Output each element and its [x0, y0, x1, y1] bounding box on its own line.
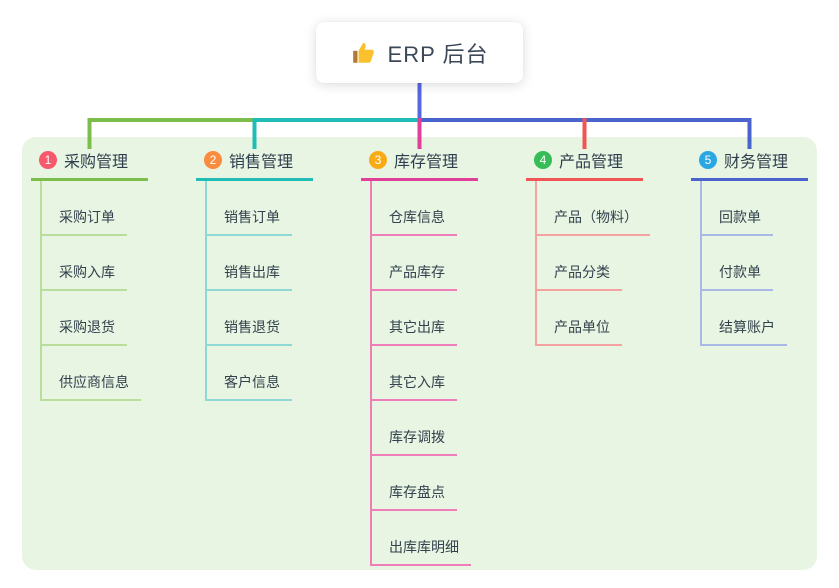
child-label[interactable]: 产品分类: [537, 262, 622, 291]
branch-title: 库存管理: [394, 154, 459, 171]
branch-column-1: 1 采购管理采购订单采购入库采购退货供应商信息: [31, 148, 148, 401]
branch-children: 销售订单销售出库销售退货客户信息: [205, 181, 313, 401]
root-title: ERP 后台: [387, 41, 489, 67]
branch-column-3: 3 库存管理仓库信息产品库存其它出库其它入库库存调拨库存盘点出库库明细: [361, 148, 478, 566]
child-node: 销售订单: [205, 181, 313, 236]
branch-title: 产品管理: [559, 154, 624, 171]
branch-column-5: 5 财务管理回款单付款单结算账户: [691, 148, 808, 346]
branch-children: 产品（物料） 产品分类产品单位: [535, 181, 650, 346]
child-node: 产品库存: [370, 236, 478, 291]
child-label[interactable]: 销售订单: [207, 207, 292, 236]
root-node[interactable]: ERP 后台: [316, 22, 523, 83]
branch-children: 采购订单采购入库采购退货供应商信息: [40, 181, 148, 401]
branch-node[interactable]: 2 销售管理: [196, 148, 313, 181]
child-node: 采购入库: [40, 236, 148, 291]
branch-column-2: 2 销售管理销售订单销售出库销售退货客户信息: [196, 148, 313, 401]
child-node: 产品分类: [535, 236, 643, 291]
child-node: 其它出库: [370, 291, 478, 346]
child-node: 回款单: [700, 181, 808, 236]
child-label[interactable]: 产品库存: [372, 262, 457, 291]
child-label[interactable]: 其它出库: [372, 317, 457, 346]
child-node: 供应商信息: [40, 346, 148, 401]
branch-number-badge: 3: [369, 151, 387, 169]
child-node: 产品单位: [535, 291, 643, 346]
branch-column-4: 4 产品管理产品（物料） 产品分类产品单位: [526, 148, 650, 346]
child-node: 销售出库: [205, 236, 313, 291]
child-node: 产品（物料）: [535, 181, 650, 236]
branch-number-badge: 4: [534, 151, 552, 169]
child-label[interactable]: 采购入库: [42, 262, 127, 291]
child-node: 客户信息: [205, 346, 313, 401]
branch-number-badge: 5: [699, 151, 717, 169]
child-label[interactable]: 销售出库: [207, 262, 292, 291]
child-label[interactable]: 销售退货: [207, 317, 292, 346]
child-node: 库存盘点: [370, 456, 478, 511]
child-label[interactable]: 付款单: [702, 262, 773, 291]
child-label[interactable]: 供应商信息: [42, 372, 141, 401]
branch-node[interactable]: 4 产品管理: [526, 148, 643, 181]
branch-node[interactable]: 1 采购管理: [31, 148, 148, 181]
child-label[interactable]: 采购退货: [42, 317, 127, 346]
branch-node[interactable]: 3 库存管理: [361, 148, 478, 181]
branch-title: 采购管理: [64, 154, 129, 171]
branch-node[interactable]: 5 财务管理: [691, 148, 808, 181]
child-node: 其它入库: [370, 346, 478, 401]
mindmap-panel: [22, 137, 817, 570]
child-node: 采购退货: [40, 291, 148, 346]
child-node: 结算账户: [700, 291, 808, 346]
child-node: 采购订单: [40, 181, 148, 236]
child-label[interactable]: 采购订单: [42, 207, 127, 236]
thumbs-up-icon: [351, 40, 377, 66]
child-label[interactable]: 结算账户: [702, 317, 787, 346]
branch-number-badge: 1: [39, 151, 57, 169]
child-label[interactable]: 回款单: [702, 207, 773, 236]
branch-children: 回款单付款单结算账户: [700, 181, 808, 346]
child-label[interactable]: 其它入库: [372, 372, 457, 401]
child-label[interactable]: 客户信息: [207, 372, 292, 401]
child-node: 付款单: [700, 236, 808, 291]
child-label[interactable]: 产品（物料）: [537, 207, 650, 236]
branch-title: 销售管理: [229, 154, 294, 171]
child-label[interactable]: 产品单位: [537, 317, 622, 346]
child-node: 库存调拨: [370, 401, 478, 456]
branch-number-badge: 2: [204, 151, 222, 169]
child-node: 出库库明细: [370, 511, 478, 566]
branch-title: 财务管理: [724, 154, 789, 171]
child-node: 销售退货: [205, 291, 313, 346]
child-label[interactable]: 库存调拨: [372, 427, 457, 456]
child-label[interactable]: 出库库明细: [372, 537, 471, 566]
branch-children: 仓库信息产品库存其它出库其它入库库存调拨库存盘点出库库明细: [370, 181, 478, 566]
child-label[interactable]: 库存盘点: [372, 482, 457, 511]
child-node: 仓库信息: [370, 181, 478, 236]
child-label[interactable]: 仓库信息: [372, 207, 457, 236]
